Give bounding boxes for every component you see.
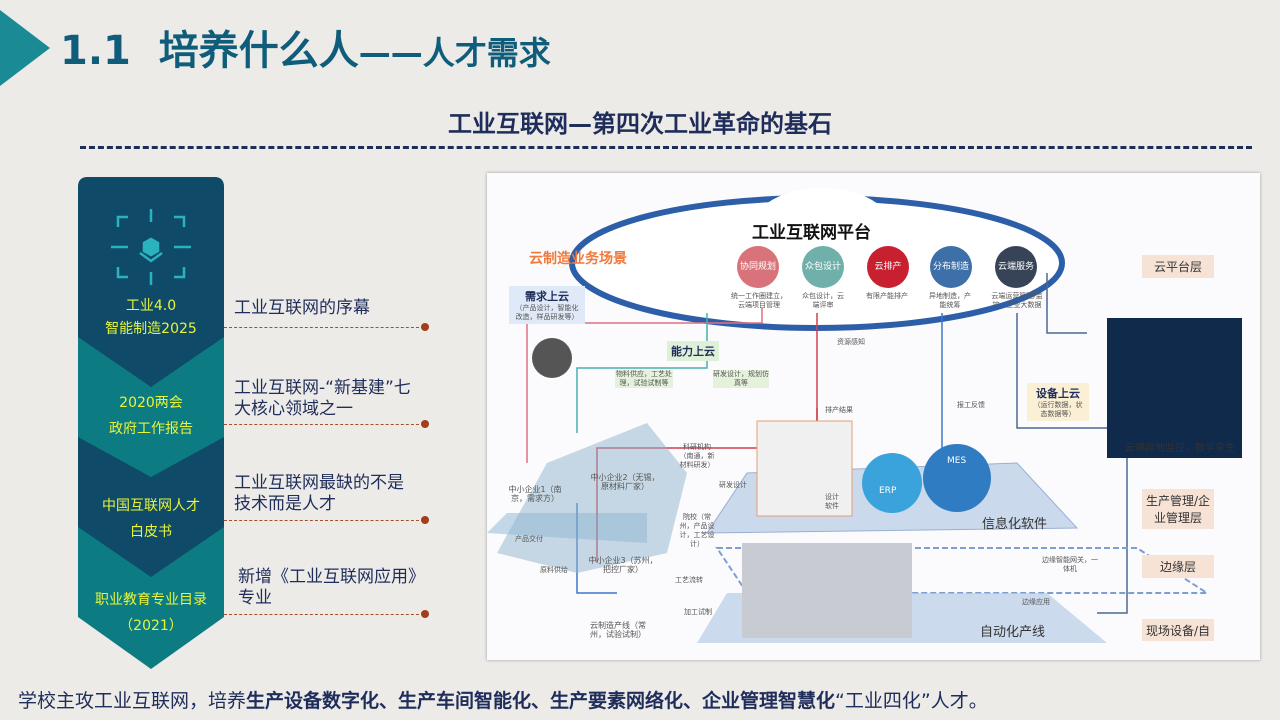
flow-label: 产品交付 [515,535,543,543]
flow-label: 边缘应用 [1022,598,1050,606]
connector-line [224,327,424,328]
node-label: 云制造产线（常州，试验试制） [590,621,646,639]
device-tag: 设备上云（运行数据，状态数据等） [1027,383,1089,421]
section-subtitle: 工业互联网—第四次工业革命的基石 [448,110,832,138]
connector-dot [421,610,429,618]
timeline-step-3: 中国互联网人才白皮书 [102,498,200,540]
diagram-lines [487,188,1242,643]
layer-label: 生产管理/企业管理层 [1142,489,1214,529]
node-label: 科研机构（南通，新材料研发） [679,443,715,469]
service-desc: 统一工作圈建立，云端项目管理 [731,292,787,309]
layer-label: 边缘层 [1142,555,1214,578]
connector-dot [421,420,429,428]
flow-label: 研发设计 [719,481,747,489]
ability-tag: 能力上云 [667,341,719,361]
erp-icon: ERP [879,486,897,496]
service-circle: 众包设计 [802,246,844,288]
service-desc: 众包设计，云端评审 [802,292,844,309]
timeline-note-3: 工业互联网最缺的不是技术而是人才 [234,473,404,514]
flow-label: 原料供给 [540,566,568,574]
service-circle: 云排产 [867,246,909,288]
timeline-note-4: 新增《工业互联网应用》专业 [238,567,417,608]
timeline-note-2: 工业互联网-“新基建”七大核心领域之一 [234,378,411,419]
industrial-internet-diagram: 工业互联网平台 云制造业务场景 协同规划 众包设计 云排产 分布制造 云端服务 … [487,173,1260,660]
timeline-step-2: 2020两会政府工作报告 [109,395,193,437]
platform-title: 工业互联网平台 [752,223,871,243]
connector-line [224,424,424,425]
ability-note: 物料供应，工艺处理，试验试制等 [615,370,673,388]
flow-label: 排产结果 [825,406,853,414]
node-label: 中小企业3（苏州，把控厂家） [588,556,658,574]
plane-label: 信息化软件 [982,517,1048,532]
flow-label: 报工反馈 [957,401,985,409]
service-circle: 协同规划 [737,246,779,288]
layer-label: 云平台层 [1142,255,1214,278]
service-circle: 云端服务 [995,246,1037,288]
service-circle: 分布制造 [930,246,972,288]
service-desc: 有限产能排产 [866,292,908,300]
node-label: 中小企业1（南京，需求方） [508,485,562,503]
page-title: 1.1 培养什么人——人才需求 [60,28,551,74]
timeline-arrow [78,177,224,669]
node-label: 边缘智能网关，一体机 [1042,556,1098,573]
service-desc: 异地制造，产能统筹 [929,292,971,309]
connector-line [224,614,424,615]
flow-label: 资源感知 [837,338,865,346]
flow-label: 加工试制 [684,608,712,616]
title-triangle-icon [0,10,50,86]
scene-title: 云制造业务场景 [529,251,627,267]
service-desc: 云端运营管理/监控，工业大数据 [991,292,1043,309]
layer-label: 现场设备/自动化层 [1142,619,1214,641]
mes-icon: MES [947,456,967,466]
connector-dot [421,516,429,524]
connector-dot [421,323,429,331]
flow-label: 工艺流转 [675,576,703,584]
ability-note: 研发设计，规划仿真等 [713,370,769,388]
demand-tag: 需求上云（产品设计，智能化改造，样品研发等） [509,286,585,324]
timeline-note-1: 工业互联网的序幕 [234,298,370,318]
monitor-caption: 云端异地监控，数字孪生 [1125,443,1235,454]
timeline-step-4: 职业教育专业目录（2021） [95,592,207,634]
node-label: 设计软件 [825,493,839,510]
node-label: 中小企业2（无锡，原材料厂家） [590,473,660,491]
divider [80,146,1252,149]
node-label: 院校（常州，产品设计，工艺设计） [679,513,715,548]
plane-label: 自动化产线 [980,625,1046,640]
bottom-statement: 学校主攻工业互联网，培养生产设备数字化、生产车间智能化、生产要素网络化、企业管理… [18,690,988,712]
connector-line [224,520,424,521]
target-icon [111,209,191,285]
